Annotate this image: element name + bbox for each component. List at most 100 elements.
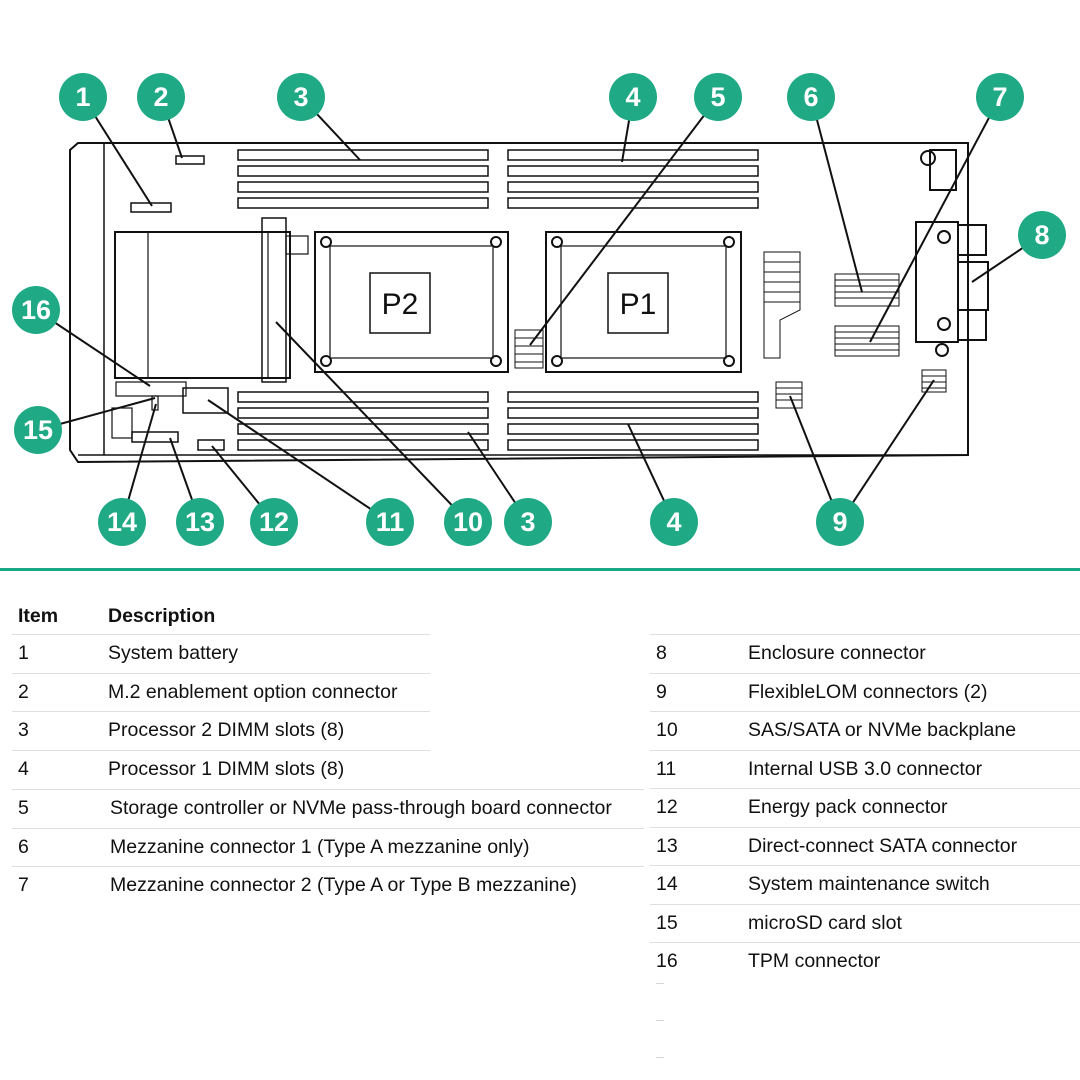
callout-10: 10 <box>444 498 492 546</box>
system-board-diagram: P2 P1 1 2 3 4 5 6 7 8 16 15 14 13 12 11 … <box>12 73 1066 546</box>
legend-item-description: Mezzanine connector 2 (Type A or Type B … <box>108 866 644 905</box>
legend-item-description: Mezzanine connector 1 (Type A mezzanine … <box>108 827 644 867</box>
legend-item-number: 14 <box>650 865 748 904</box>
section-divider <box>0 568 1080 571</box>
svg-text:8: 8 <box>1034 220 1049 250</box>
callout-3-bottom: 3 <box>504 498 552 546</box>
callout-11: 11 <box>366 498 414 546</box>
svg-text:9: 9 <box>832 507 847 537</box>
legend-item-number: 12 <box>650 788 748 827</box>
callouts: 1 2 3 4 5 6 7 8 16 15 14 13 12 11 10 3 4… <box>12 73 1066 546</box>
svg-text:3: 3 <box>293 82 308 112</box>
legend-item-description: TPM connector <box>748 942 1080 981</box>
legend-item-number: 15 <box>650 903 748 943</box>
legend-item-number: 2 <box>12 672 108 712</box>
legend-item-description: Storage controller or NVMe pass-through … <box>108 789 644 828</box>
legend-item-number: 5 <box>12 789 108 828</box>
callout-6: 6 <box>787 73 835 121</box>
svg-text:13: 13 <box>185 507 215 537</box>
dimm-slots-p2-bottom <box>237 391 489 451</box>
callout-14: 14 <box>98 498 146 546</box>
callout-4-top: 4 <box>609 73 657 121</box>
svg-text:14: 14 <box>107 507 137 537</box>
legend-item-number: 3 <box>12 711 108 750</box>
legend-item-description: System battery <box>108 634 430 673</box>
drive-cage <box>114 231 291 379</box>
processor-socket-p2 <box>314 231 509 373</box>
legend-item-description: microSD card slot <box>748 903 1080 943</box>
svg-text:2: 2 <box>153 82 168 112</box>
callout-8: 8 <box>1018 211 1066 259</box>
legend-item-description: FlexibleLOM connectors (2) <box>748 672 1080 712</box>
callout-12: 12 <box>250 498 298 546</box>
legend-item-description: Internal USB 3.0 connector <box>748 749 1080 789</box>
legend-header-item: Item <box>18 604 59 627</box>
processor-label-p1: P1 <box>620 288 657 321</box>
processor-label-p2: P2 <box>382 288 419 321</box>
svg-text:15: 15 <box>23 415 53 445</box>
legend-item-description: Direct-connect SATA connector <box>748 826 1080 866</box>
svg-text:5: 5 <box>710 82 725 112</box>
mezzanine-connector-1-shape <box>834 273 900 307</box>
legend-item-number: 16 <box>650 942 748 981</box>
svg-text:6: 6 <box>803 82 818 112</box>
callout-1: 1 <box>59 73 107 121</box>
legend-item-number: 9 <box>650 672 748 712</box>
legend-item-description: Processor 1 DIMM slots (8) <box>108 749 430 788</box>
backplane-shape <box>261 217 287 383</box>
legend-item-description: Enclosure connector <box>748 634 1080 673</box>
callout-16: 16 <box>12 286 60 334</box>
faint-mark <box>656 1057 664 1058</box>
board-outline <box>69 142 969 464</box>
legend-item-number: 4 <box>12 749 108 788</box>
dimm-slots-p1-bottom <box>507 391 759 451</box>
callout-2: 2 <box>137 73 185 121</box>
processor-socket-p1 <box>545 231 742 373</box>
legend-item-number: 13 <box>650 826 748 866</box>
legend-item-description: M.2 enablement option connector <box>108 672 430 712</box>
legend-item-number: 1 <box>12 634 108 673</box>
dimm-slots-p2-top <box>237 149 489 209</box>
dimm-slots-p1-top <box>507 149 759 209</box>
callout-4-bottom: 4 <box>650 498 698 546</box>
legend-item-number: 8 <box>650 634 748 673</box>
legend-item-number: 7 <box>12 866 108 905</box>
svg-text:7: 7 <box>992 82 1007 112</box>
callout-13: 13 <box>176 498 224 546</box>
legend-item-number: 10 <box>650 711 748 750</box>
faint-mark <box>656 1020 664 1021</box>
svg-text:1: 1 <box>75 82 90 112</box>
legend-item-number: 11 <box>650 749 748 789</box>
m2-connector-shape <box>175 155 205 165</box>
legend-header: Item Description <box>12 598 430 635</box>
svg-text:4: 4 <box>666 507 681 537</box>
callout-3-top: 3 <box>277 73 325 121</box>
callout-15: 15 <box>14 406 62 454</box>
legend-item-description: SAS/SATA or NVMe backplane <box>748 711 1080 750</box>
legend-item-description: Processor 2 DIMM slots (8) <box>108 711 430 750</box>
callout-7: 7 <box>976 73 1024 121</box>
svg-text:4: 4 <box>625 82 640 112</box>
faint-mark <box>656 983 664 984</box>
storage-controller-connector-shape <box>514 329 544 369</box>
legend-item-number: 6 <box>12 827 108 867</box>
svg-text:16: 16 <box>21 295 51 325</box>
